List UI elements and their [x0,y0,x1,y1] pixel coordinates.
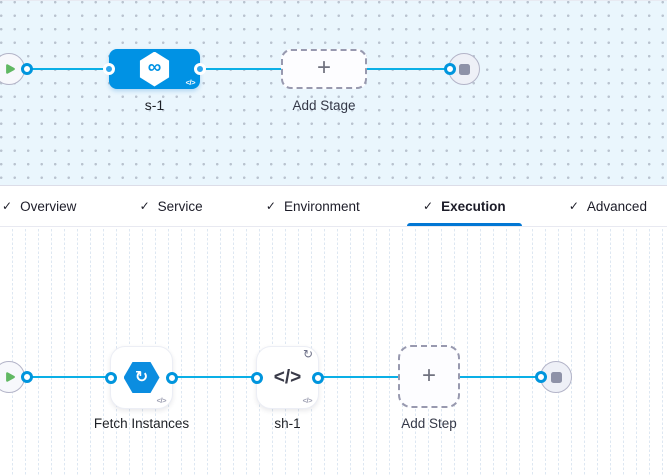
stage-label: s-1 [144,97,165,113]
step-left-port [251,371,263,384]
stage-right-port [194,63,206,75]
code-icon: </> [185,78,196,87]
shell-script-icon: </> [273,366,302,388]
stage-node-s1[interactable]: ∞ </> [103,49,206,89]
check-icon: ✓ [139,199,150,213]
step-label-fetch-instances: Fetch Instances [93,416,190,431]
play-icon [6,372,15,382]
execution-start-node [0,361,25,393]
execution-graph-canvas[interactable]: ↻ </> Fetch Instances </> ↻ </> sh-1 + A… [0,227,667,475]
code-icon: </> [302,396,313,405]
step-right-port [312,371,324,384]
check-icon: ✓ [265,199,276,213]
add-step-label: Add Step [401,416,457,431]
add-step-button[interactable]: + [398,345,460,408]
active-tab-indicator [407,223,522,226]
play-icon [6,64,15,74]
tab-label: Overview [20,198,77,214]
plus-icon: + [421,361,436,389]
tab-advanced[interactable]: ✓ Advanced [569,186,647,226]
cd-stage-icon: ∞ [139,51,170,87]
stage-connector-line [10,68,460,70]
stage-config-tabbar: ✓ Overview ✓ Service ✓ Environment ✓ Exe… [0,185,667,227]
tab-label: Execution [441,198,506,214]
looping-strategy-icon: ↻ [302,347,313,361]
stop-icon [550,371,562,383]
step-right-port [166,371,178,384]
end-connector-dot [535,371,547,383]
end-connector-dot [444,63,456,75]
tab-label: Service [157,198,203,214]
step-label-sh-1: sh-1 [274,416,301,431]
start-connector-dot [21,63,33,75]
fetch-arrow-glyph: ↻ [134,369,149,386]
tab-overview[interactable]: ✓ Overview [2,186,76,226]
check-icon: ✓ [568,199,579,213]
stage-left-port [103,63,115,75]
check-icon: ✓ [423,199,434,213]
add-stage-label: Add Stage [292,98,356,113]
add-stage-button[interactable]: + [281,49,367,89]
tab-service[interactable]: ✓ Service [140,186,203,226]
tab-environment[interactable]: ✓ Environment [266,186,360,226]
step-node-sh-1[interactable]: </> ↻ </> [251,346,324,409]
step-left-port [105,371,117,384]
infinity-glyph: ∞ [147,56,162,78]
start-connector-dot [21,371,33,383]
tab-label: Advanced [586,198,647,214]
fetch-instances-icon: ↻ [123,362,160,393]
check-icon: ✓ [2,199,13,213]
pipeline-start-node [0,53,25,85]
step-node-fetch-instances[interactable]: ↻ </> [105,346,178,409]
tab-label: Environment [283,198,360,214]
plus-icon: + [316,54,331,81]
tab-execution[interactable]: ✓ Execution [407,186,522,226]
stop-icon [458,63,470,75]
stage-graph-canvas[interactable]: ∞ </> s-1 + Add Stage [0,0,667,186]
code-icon: </> [156,396,167,405]
